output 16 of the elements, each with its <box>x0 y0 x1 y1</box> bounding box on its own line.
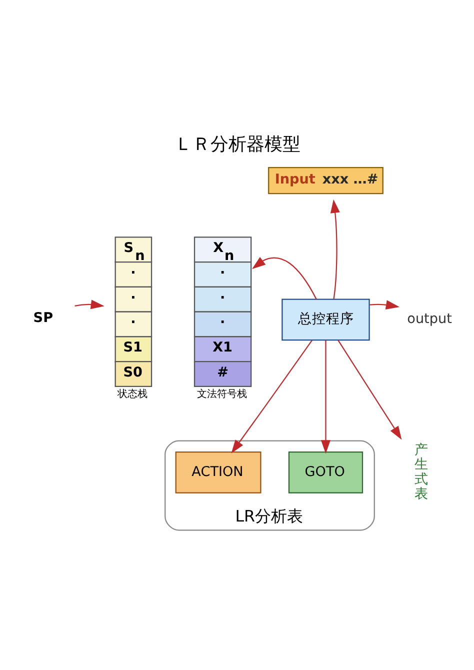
arrow <box>369 300 400 310</box>
arrow <box>330 199 340 300</box>
node-box: GOTO <box>288 452 363 494</box>
arrow <box>337 340 402 440</box>
arrow <box>252 257 316 300</box>
node-text: SP <box>32 310 53 326</box>
node-box: ACTION <box>174 452 261 494</box>
node-box: 总控程序 <box>281 298 370 341</box>
arrow <box>320 340 330 454</box>
node-text: 产生式表 <box>414 442 428 502</box>
arrow <box>74 300 104 310</box>
node-text: output <box>406 311 452 328</box>
node-label: 文法符号栈 <box>196 388 246 400</box>
arrow <box>230 340 312 454</box>
node-label: 状态栈 <box>117 388 148 400</box>
diagram-title: ＬＲ分析器模型 <box>174 134 300 155</box>
